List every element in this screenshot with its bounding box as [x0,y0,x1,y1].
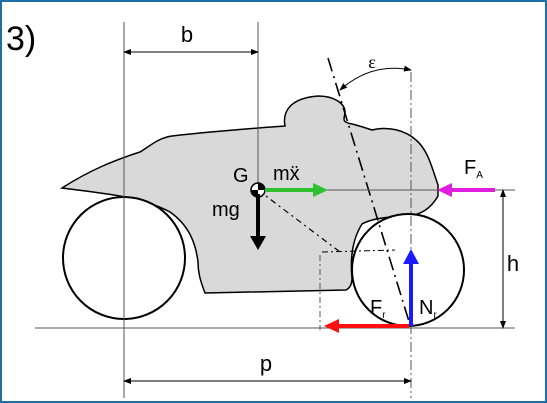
weight-arrowhead-icon [250,236,266,250]
cog-diagonal-line [257,189,341,253]
figure-number-label: 3) [6,20,36,58]
angle-epsilon-arc [339,65,412,91]
aero-force-label: FA [464,157,483,181]
inertia-label: mẍ [273,163,300,185]
dimension-p-label: p [260,351,272,376]
aero-arrowhead-icon [437,183,452,197]
cog-horizontal-dashdot [321,249,396,253]
dimension-h-label: h [507,251,519,276]
angle-epsilon-label: ε [368,52,376,72]
dimension-b-label: b [181,22,193,47]
weight-label: mg [212,199,240,221]
friction-force-label: Fr [370,297,386,321]
friction-arrowhead-icon [324,319,339,333]
front-wheel [351,213,465,327]
normal-arrowhead-icon [403,249,419,264]
cog-label: G [233,165,249,187]
steering-axis [327,57,412,329]
inertia-arrowhead-icon [313,183,328,197]
motorcycle-body [59,95,439,294]
normal-force-label: Nr [419,297,437,321]
